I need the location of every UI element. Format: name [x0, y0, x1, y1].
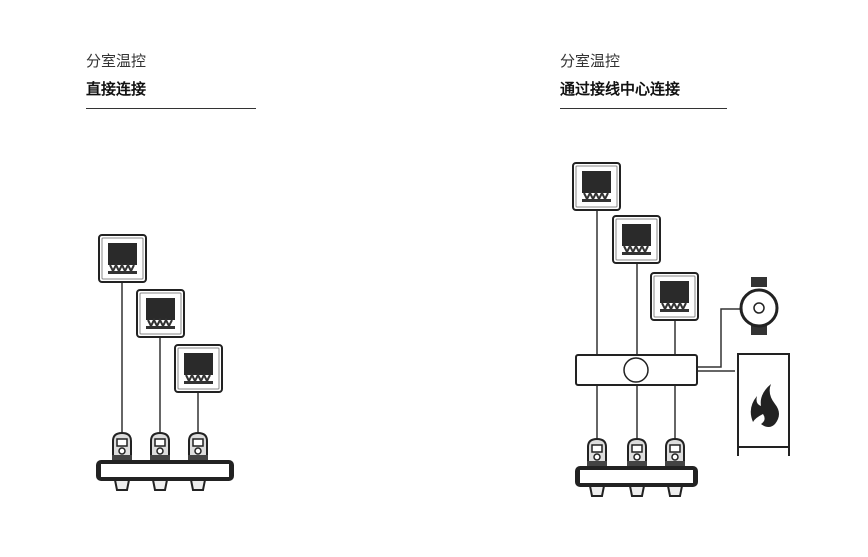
wiring-center-icon	[575, 354, 698, 386]
manifold-outlet	[190, 479, 206, 491]
thermostat-icon	[136, 289, 185, 338]
actuator-icon	[626, 438, 648, 467]
thermostat-icon	[572, 162, 621, 211]
left-subtitle: 分室温控	[86, 52, 147, 70]
manifold-outlet	[114, 479, 130, 491]
manifold-icon	[96, 460, 234, 481]
actuator-icon	[111, 432, 133, 461]
right-wires	[596, 210, 742, 440]
right-divider	[560, 108, 727, 109]
left-wires	[121, 282, 199, 434]
right-title: 通过接线中心连接	[560, 80, 681, 98]
thermostat-icon	[174, 344, 223, 393]
actuator-icon	[586, 438, 608, 467]
manifold-icon	[575, 466, 698, 487]
thermostat-icon	[612, 215, 661, 264]
right-subtitle: 分室温控	[560, 52, 621, 70]
manifold-outlet	[629, 485, 645, 497]
actuator-icon	[664, 438, 686, 467]
manifold-outlet	[589, 485, 605, 497]
boiler-flame-icon	[737, 353, 790, 456]
manifold-outlet	[667, 485, 683, 497]
thermostat-icon	[98, 234, 147, 283]
thermostat-icon	[650, 272, 699, 321]
actuator-icon	[187, 432, 209, 461]
left-divider	[86, 108, 256, 109]
actuator-icon	[149, 432, 171, 461]
manifold-outlet	[152, 479, 168, 491]
pump-icon	[739, 277, 779, 335]
left-title: 直接连接	[86, 80, 147, 98]
